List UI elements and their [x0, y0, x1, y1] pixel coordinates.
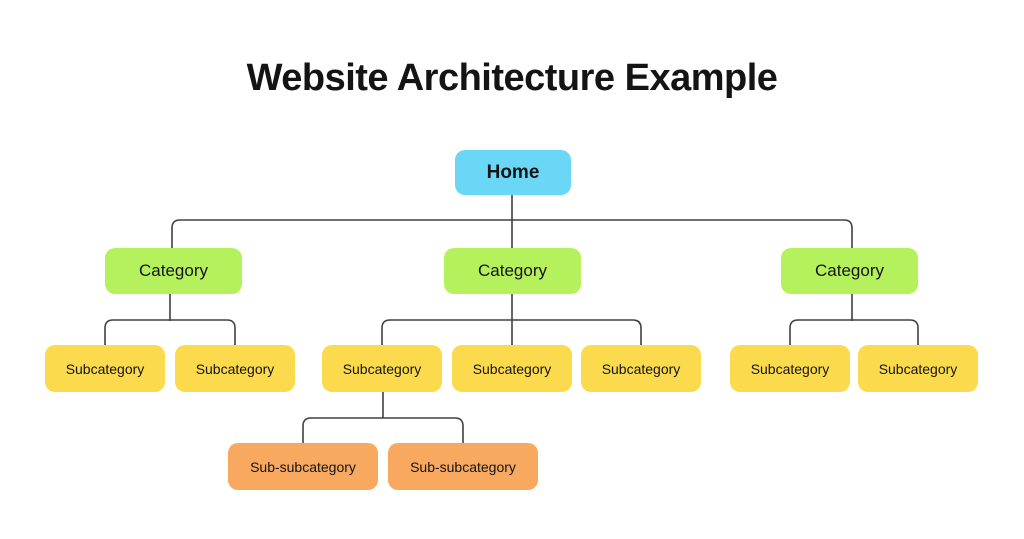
node-subcategory-2-3: Subcategory [581, 345, 701, 392]
edge-home-to-categories-1-3 [171, 219, 853, 248]
edge-category-3-to-subcategories [789, 319, 919, 345]
node-sub-subcategory-1: Sub-subcategory [228, 443, 378, 490]
node-subcategory-2-1: Subcategory [322, 345, 442, 392]
node-subcategory-3-1: Subcategory [730, 345, 850, 392]
node-subcategory-1-1: Subcategory [45, 345, 165, 392]
node-sub-subcategory-2: Sub-subcategory [388, 443, 538, 490]
node-sub-subcategory-2-label: Sub-subcategory [410, 458, 516, 475]
edge-category-2-to-subcategories [381, 319, 642, 345]
node-subcategory-1-2-label: Subcategory [195, 360, 275, 377]
node-home: Home [455, 150, 571, 195]
node-category-1-label: Category [139, 261, 208, 280]
node-subcategory-1-2: Subcategory [175, 345, 295, 392]
node-subcategory-1-1-label: Subcategory [65, 360, 145, 377]
diagram-title: Website Architecture Example [246, 57, 778, 99]
node-category-2: Category [444, 248, 581, 294]
edge-category-1-to-subcategories [104, 319, 236, 345]
node-subcategory-3-2: Subcategory [858, 345, 978, 392]
node-category-3: Category [781, 248, 918, 294]
node-subcategory-2-2: Subcategory [452, 345, 572, 392]
node-subcategory-2-1-label: Subcategory [342, 360, 422, 377]
node-subcategory-3-2-label: Subcategory [878, 360, 958, 377]
node-category-2-label: Category [478, 261, 547, 280]
node-category-3-label: Category [815, 261, 884, 280]
node-category-1: Category [105, 248, 242, 294]
node-home-label: Home [486, 161, 540, 183]
node-subcategory-3-1-label: Subcategory [750, 360, 830, 377]
edge-subcategory-to-sub-subcategories [302, 417, 464, 443]
node-subcategory-2-3-label: Subcategory [601, 360, 681, 377]
node-subcategory-2-2-label: Subcategory [472, 360, 552, 377]
node-sub-subcategory-1-label: Sub-subcategory [250, 458, 356, 475]
